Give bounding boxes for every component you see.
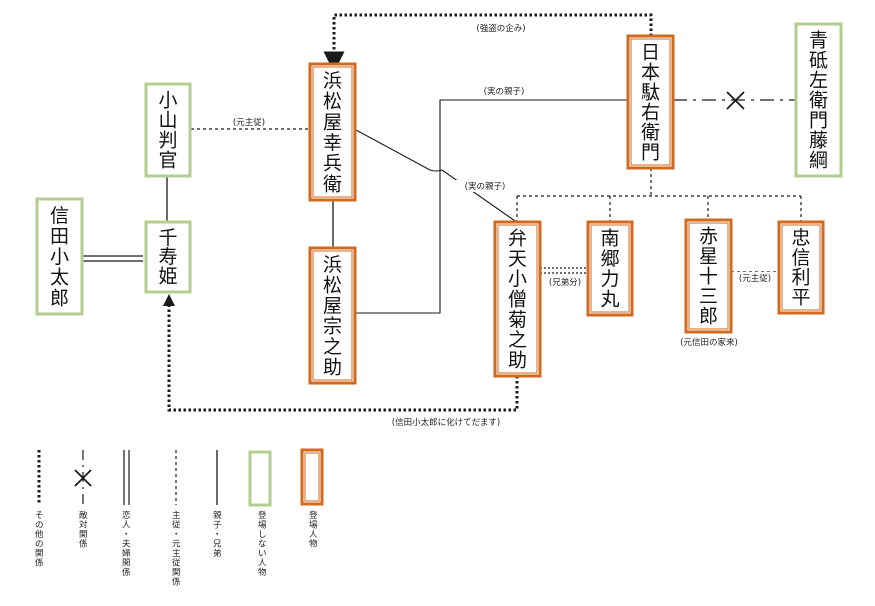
edge-real-parent-2 [355,129,519,224]
legend-label-enemy: 敵対関係 [79,510,88,550]
node-label: 日本駄右衛門 [641,41,660,163]
node-inner-frame [630,38,671,166]
legend-label-master: 主従・元主従関係 [172,510,181,588]
node-aoto-fujitsuna[interactable]: 青砥左衛門藤綱 [794,22,843,178]
enemy-cross-b [726,91,745,110]
node-label: 浜松屋宗之助 [323,254,342,379]
edge-labels: (強盗の企み) (元主従) (実の親子) (実の親子) (兄弟分) (元主従) … [224,22,778,428]
label-former-retainer: (元信田の家来) [680,337,738,348]
node-label: 弁天小僧菊之助 [508,228,527,372]
node-oyama-hangan[interactable]: 小山判官 [144,82,192,178]
edge-disguise [167,306,519,412]
label-sworn-brothers: (兄弟分) [549,277,581,288]
node-frame [777,220,825,315]
node-label: 信田小太郎 [50,205,69,309]
node-inner-frame [688,222,729,330]
node-label: 小山判官 [158,89,177,171]
nodes: 小山判官 信田小太郎 千寿姫 浜松屋幸兵衛 浜松屋宗之助 日本駄右衛門 青砥左衛… [35,22,843,385]
node-label: 忠信利平 [791,227,810,308]
node-hamamatsuya-sonosuke[interactable]: 浜松屋宗之助 [308,246,357,385]
node-tadanobu-rihei[interactable]: 忠信利平 [777,220,825,315]
node-shinoda-kotaro[interactable]: 信田小太郎 [35,197,84,316]
edges [83,13,802,412]
legend-symbol-enemy-cross-b [74,469,92,487]
label-former-master-1: (元主従) [233,117,265,128]
node-frame [626,34,675,170]
node-label: 千寿姫 [158,227,177,288]
node-senju-hime[interactable]: 千寿姫 [144,220,192,294]
node-label: 南郷力丸 [600,228,619,311]
node-akaboshi-juzaburo[interactable]: 赤星十三郎 [684,218,733,334]
legend-label-other: その他の関係 [35,511,44,569]
label-former-master-2: (元主従) [739,273,771,284]
label-goto-plot: (強盗の企み) [476,23,525,34]
legend-label-lovers: 恋人・夫婦関係 [122,510,131,578]
label-real-parent-2: (実の親子) [465,181,506,192]
node-frame [493,220,542,378]
node-inner-frame [312,66,353,198]
node-hamamatsuya-kohei[interactable]: 浜松屋幸兵衛 [308,62,357,202]
disguise-arrowhead [163,294,175,306]
legend: その他の関係 敵対関係 恋人・夫婦関係 主従・元主従関係 親子・兄弟 登場しない… [35,448,324,588]
edge-real-parent-1 [356,99,628,314]
legend-label-parent: 親子・兄弟 [213,510,222,559]
label-real-parent-1: (実の親子) [484,86,525,97]
node-frame [586,220,634,317]
node-label: 青砥左衛門藤綱 [809,29,828,171]
node-frame [35,197,84,316]
node-nango-rikimaru[interactable]: 南郷力丸 [586,220,634,317]
node-frame [308,62,357,202]
node-label: 赤星十三郎 [699,225,718,327]
legend-symbol-not-appearing [248,450,272,507]
node-inner-frame [312,250,353,381]
node-frame [144,220,192,294]
node-inner-frame [781,224,821,311]
node-nippon-daemon[interactable]: 日本駄右衛門 [626,34,675,170]
node-frame [794,22,843,178]
legend-label-not-appearing: 登場しない人物 [258,510,267,578]
node-frame [144,82,192,178]
node-benten-kozo[interactable]: 弁天小僧菊之助 [493,220,542,378]
edge-goto-plot [323,13,653,73]
node-frame [684,218,733,334]
legend-label-appearing: 登場人物 [309,510,318,550]
node-label: 浜松屋幸兵衛 [323,70,342,195]
node-frame [308,246,357,385]
legend-symbol-appearing [300,448,324,506]
node-inner-frame [497,224,538,374]
node-inner-frame [590,224,630,313]
label-disguise: (信田小太郎に化けてだます) [392,417,500,428]
edge-master-tree [516,168,802,222]
